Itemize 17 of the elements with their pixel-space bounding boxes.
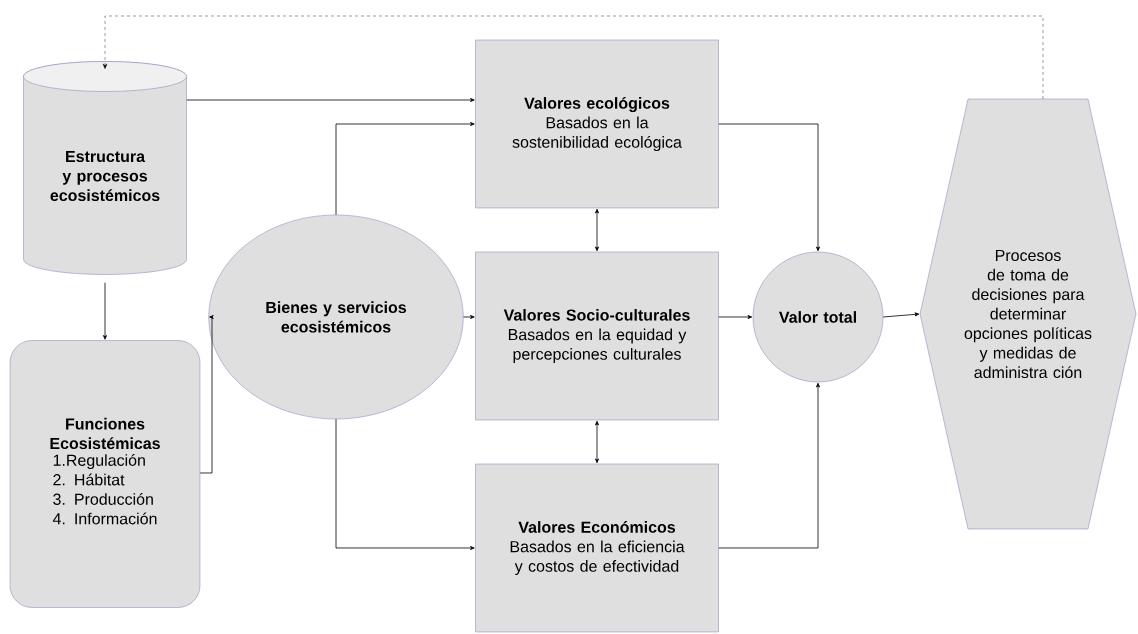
- arrow: [335, 418, 475, 550]
- arrow: [199, 315, 214, 474]
- arrow: [103, 282, 107, 340]
- arrow: [186, 98, 475, 102]
- arrow: [718, 123, 820, 252]
- double-arrow: [595, 208, 599, 252]
- dashed-arrow: [102, 15, 1044, 100]
- arrow: [718, 382, 820, 549]
- process-box: Valores Económicos Basados en la eficiencia y costos de efectividad: [475, 463, 719, 633]
- arrow: [463, 315, 475, 319]
- arrow: [718, 315, 753, 319]
- arrow: [882, 312, 920, 318]
- double-arrow: [595, 420, 599, 464]
- process-box: Valores ecológicos Basados en la sostenibilidad ecológica: [475, 39, 719, 209]
- arrow: [335, 122, 475, 216]
- process-box: Valores Socio-culturales Basados en la equidad y percepciones culturales: [475, 251, 719, 421]
- rounded-box: Funciones Ecosistémicas 1.Regulación 2. Hábitat 3. Producción 4. Información: [9, 340, 201, 608]
